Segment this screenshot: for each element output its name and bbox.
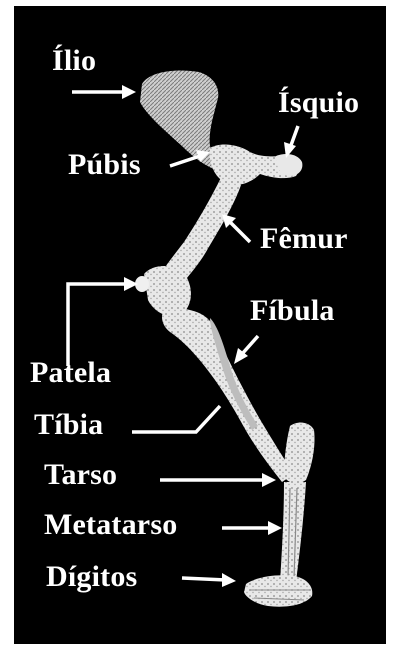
label-pubis: Púbis [68, 150, 141, 180]
arrow-patela [68, 284, 128, 366]
arrowhead-digitos [222, 573, 236, 587]
label-ilio: Ílio [52, 46, 96, 76]
arrow-pubis [170, 156, 200, 166]
tibia-bone [162, 309, 294, 482]
label-digitos: Dígitos [46, 562, 137, 592]
label-fibula: Fíbula [250, 296, 335, 326]
label-femur: Fêmur [260, 224, 348, 254]
arrow-digitos [182, 578, 226, 580]
arrowhead-ilio [122, 85, 136, 99]
label-metatarso: Metatarso [44, 510, 177, 540]
arrow-fibula [242, 336, 258, 354]
arrowhead-tarso [262, 473, 276, 487]
digits-bone [244, 575, 312, 606]
label-tarso: Tarso [44, 460, 117, 490]
knee-joint [144, 266, 191, 316]
tarsus-bone [284, 423, 315, 484]
arrow-femur [230, 222, 250, 242]
arrow-tibia [132, 406, 220, 432]
label-tibia: Tíbia [34, 410, 103, 440]
label-isquio: Ísquio [278, 88, 359, 118]
label-patela: Patela [30, 358, 111, 388]
arrowhead-metatarso [268, 521, 282, 535]
diagram-panel: Ílio Ísquio Púbis Fêmur Fíbula Patela Tí… [14, 6, 386, 644]
metatarsus-bone [280, 482, 306, 582]
arrowhead-patela [124, 277, 138, 291]
